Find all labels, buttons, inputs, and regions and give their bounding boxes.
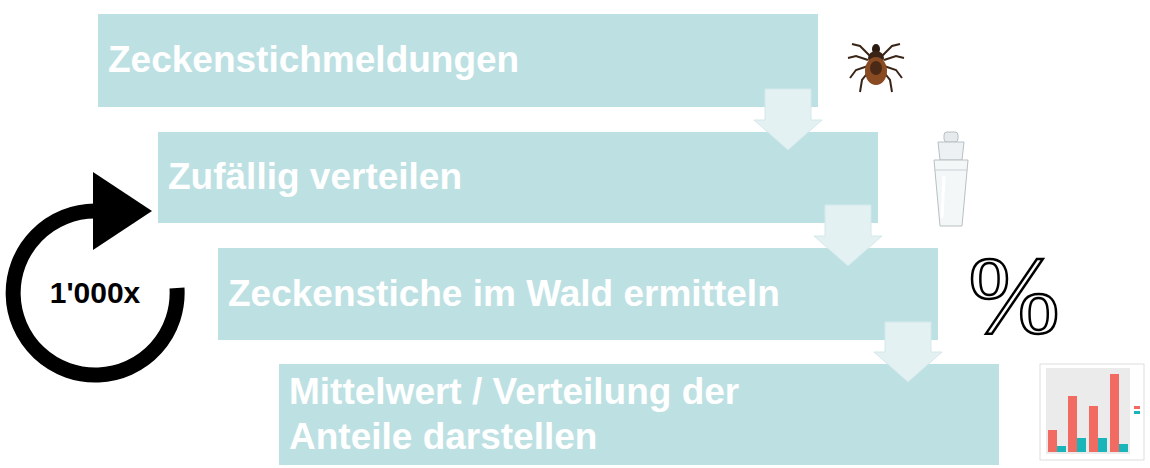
step-text: Zufällig verteilen [168, 155, 462, 199]
step-text: Mittelwert / Verteilung der Anteile dars… [289, 370, 789, 459]
process-box: Mittelwert / Verteilung der Anteile dars… [279, 364, 999, 465]
percent-text: % [968, 241, 1060, 351]
tick-icon [848, 44, 904, 92]
flow-arrow [814, 205, 882, 266]
shaker-icon [934, 132, 968, 226]
flow-arrow [754, 89, 822, 150]
step-text: Zeckenstichmeldungen [108, 38, 519, 82]
repeat-count-text: 1'000x [50, 276, 141, 310]
percent-symbol: % [968, 241, 1060, 351]
process-box: Zufällig verteilen [158, 132, 878, 223]
flow-arrow [874, 322, 942, 382]
process-box: Zeckenstiche im Wald ermitteln [218, 248, 938, 340]
step-text: Zeckenstiche im Wald ermitteln [228, 272, 780, 316]
chart-thumbnail [1040, 364, 1144, 460]
loop-arrow [13, 172, 177, 375]
process-box: Zeckenstichmeldungen [98, 14, 818, 107]
loop-arrowhead [93, 172, 152, 250]
repeat-count: 1'000x [50, 276, 141, 310]
